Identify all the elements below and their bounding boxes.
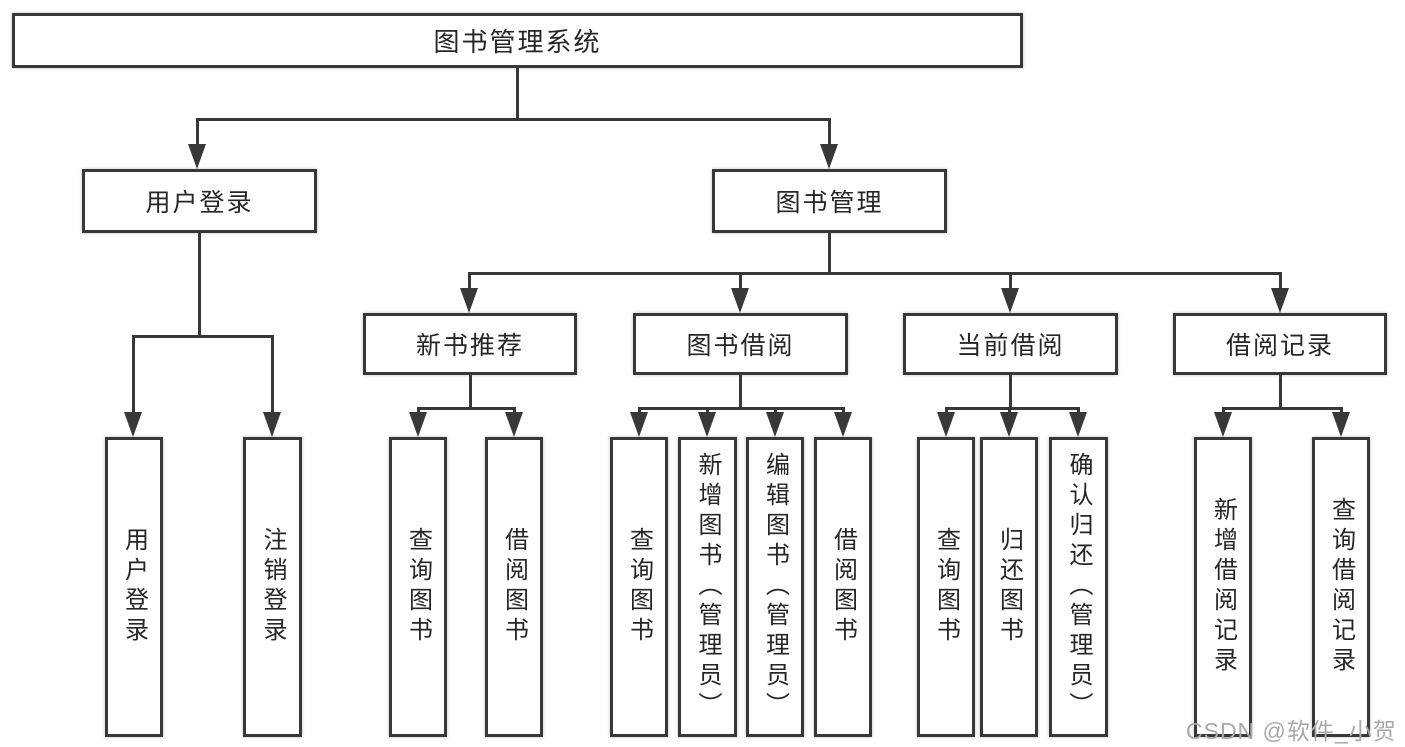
connector-line (828, 118, 831, 145)
node-label: 图书管理 (775, 189, 884, 217)
connector-line (196, 118, 830, 121)
arrow-down-icon (505, 412, 523, 437)
arrow-down-icon (731, 288, 749, 313)
node-label: 图书管理系统 (433, 27, 602, 57)
connector-line (638, 407, 641, 414)
arrow-down-icon (766, 412, 784, 437)
node-new-book-recommend: 新书推荐 (363, 313, 577, 375)
leaf-user-login: 用户登录 (105, 437, 163, 737)
leaf-add-book-admin: 新增图书（管理员） (678, 437, 737, 737)
connector-line (417, 407, 516, 410)
connector-line (638, 407, 844, 410)
connector-line (196, 118, 199, 145)
leaf-return-book: 归还图书 (980, 437, 1038, 737)
leaf-borrow-book: 借阅图书 (814, 437, 872, 737)
leaf-query-book-recommend: 查询图书 (389, 437, 447, 737)
node-label: 借阅记录 (1225, 332, 1334, 360)
node-label: 新增图书（管理员） (694, 452, 721, 722)
node-label: 查询图书 (625, 527, 653, 647)
connector-line (1009, 375, 1012, 409)
connector-line (468, 272, 471, 289)
leaf-add-borrow-record: 新增借阅记录 (1194, 437, 1252, 737)
connector-line (271, 335, 274, 413)
arrow-down-icon (1001, 288, 1019, 313)
arrow-down-icon (937, 412, 955, 437)
node-label: 当前借阅 (956, 332, 1065, 360)
connector-line (1008, 407, 1011, 414)
connector-line (774, 407, 777, 414)
node-label: 确认归还（管理员） (1065, 452, 1092, 722)
node-book-borrow: 图书借阅 (633, 313, 848, 375)
connector-line (198, 233, 201, 337)
leaf-query-borrow-record: 查询借阅记录 (1312, 437, 1370, 737)
connector-line (828, 233, 831, 274)
node-label: 新增借阅记录 (1209, 497, 1237, 677)
node-book-management: 图书管理 (712, 169, 947, 233)
connector-line (1222, 407, 1225, 414)
connector-line (739, 272, 742, 289)
node-root: 图书管理系统 (12, 13, 1023, 68)
connector-line (1222, 407, 1342, 410)
leaf-edit-book-admin: 编辑图书（管理员） (746, 437, 804, 737)
node-label: 用户登录 (145, 189, 254, 217)
leaf-confirm-return-admin: 确认归还（管理员） (1049, 437, 1108, 737)
node-label: 借阅图书 (829, 527, 857, 647)
node-label: 借阅图书 (500, 527, 528, 647)
arrow-down-icon (1332, 412, 1350, 437)
arrow-down-icon (1069, 412, 1087, 437)
node-label: 查询图书 (932, 527, 960, 647)
arrow-down-icon (698, 412, 716, 437)
leaf-query-book-borrow: 查询图书 (610, 437, 668, 737)
arrow-down-icon (834, 412, 852, 437)
arrow-down-icon (409, 412, 427, 437)
arrow-down-icon (188, 144, 206, 169)
arrow-down-icon (124, 412, 142, 437)
node-current-borrow: 当前借阅 (903, 313, 1118, 375)
node-label: 注销登录 (259, 527, 286, 647)
arrow-down-icon (1000, 412, 1018, 437)
node-label: 查询借阅记录 (1327, 497, 1355, 677)
arrow-down-icon (630, 412, 648, 437)
connector-line (468, 272, 1281, 275)
connector-line (842, 407, 845, 414)
connector-line (1009, 272, 1012, 289)
connector-line (516, 68, 519, 118)
connector-line (1279, 375, 1282, 409)
connector-line (1077, 407, 1080, 414)
node-user-login: 用户登录 (82, 169, 317, 233)
leaf-logout: 注销登录 (243, 437, 302, 737)
leaf-borrow-book-recommend: 借阅图书 (485, 437, 543, 737)
connector-line (945, 407, 948, 414)
connector-line (469, 375, 472, 409)
connector-line (739, 375, 742, 409)
arrow-down-icon (1271, 288, 1289, 313)
connector-line (706, 407, 709, 414)
connector-line (1279, 272, 1282, 289)
connector-line (513, 407, 516, 414)
connector-line (132, 335, 274, 338)
arrow-down-icon (820, 144, 838, 169)
leaf-query-book-current: 查询图书 (917, 437, 975, 737)
node-label: 用户登录 (120, 527, 148, 647)
node-label: 归还图书 (995, 527, 1023, 647)
arrow-down-icon (460, 288, 478, 313)
node-borrow-records: 借阅记录 (1173, 313, 1387, 375)
arrow-down-icon (263, 412, 281, 437)
connector-line (132, 335, 135, 413)
watermark: CSDN @软件_小贺同学 (1186, 718, 1397, 744)
node-label: 新书推荐 (415, 332, 524, 360)
node-label: 查询图书 (404, 527, 432, 647)
arrow-down-icon (1214, 412, 1232, 437)
connector-line (417, 407, 420, 414)
connector-line (945, 407, 1079, 410)
node-label: 编辑图书（管理员） (761, 452, 789, 722)
node-label: 图书借阅 (686, 332, 795, 360)
connector-line (1340, 407, 1343, 414)
